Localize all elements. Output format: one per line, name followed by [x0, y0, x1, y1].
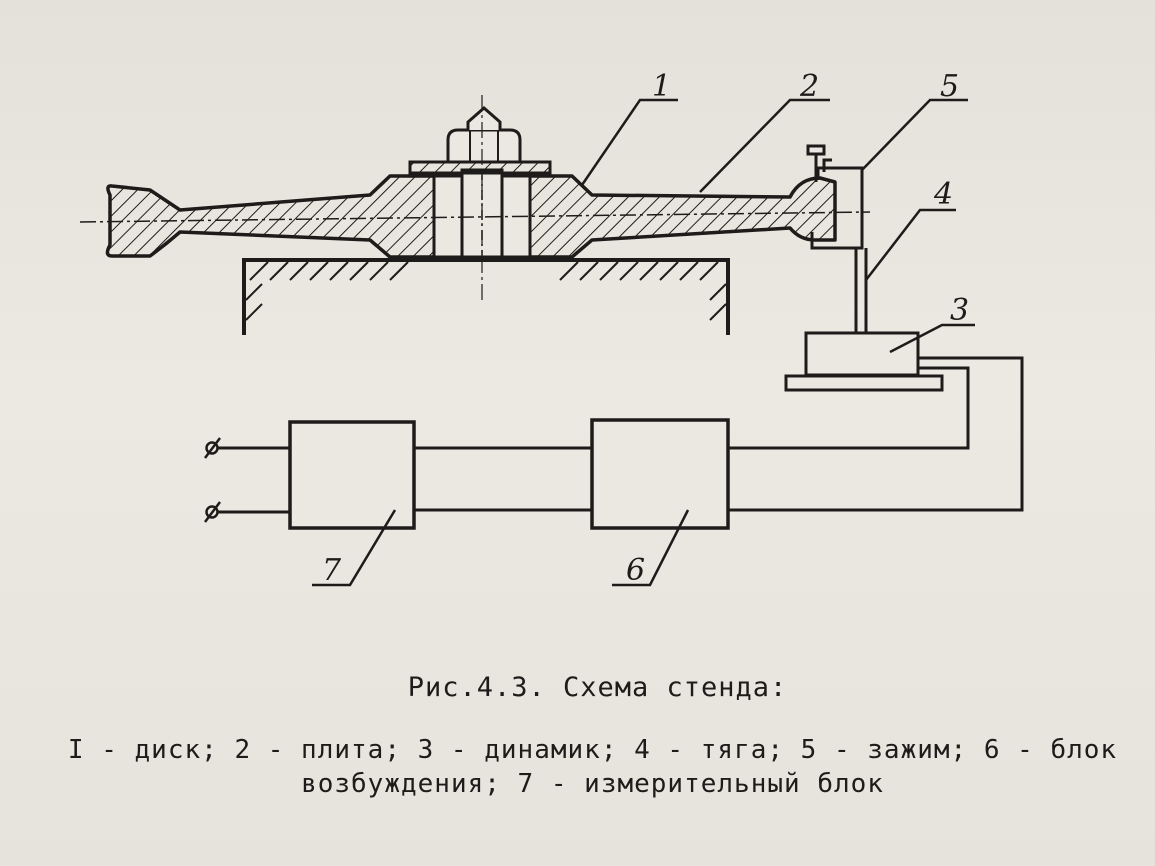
disc [79, 95, 871, 300]
measuring-block [288, 420, 416, 530]
label-measuring-block: 7 [322, 553, 342, 588]
rod [854, 248, 868, 333]
plate [242, 258, 730, 335]
figure-caption-title: Рис.4.3. Схема стенда: [407, 672, 788, 703]
stand-schematic: 1 2 5 4 3 7 6 [79, 69, 1024, 588]
clamp [806, 144, 864, 250]
label-plate: 2 [799, 69, 819, 104]
excitation-block [590, 418, 730, 530]
label-rod: 4 [933, 177, 953, 212]
label-speaker: 3 [950, 293, 969, 328]
label-clamp: 5 [940, 69, 959, 104]
figure-caption-legend: I - диск; 2 - плита; 3 - динамик; 4 - тя… [67, 735, 1118, 799]
speaker [784, 331, 944, 392]
input-terminals [204, 437, 221, 523]
label-excitation-block: 6 [626, 553, 645, 588]
label-disc: 1 [652, 69, 671, 104]
wiring [212, 356, 1024, 514]
leader-lines [312, 98, 975, 587]
